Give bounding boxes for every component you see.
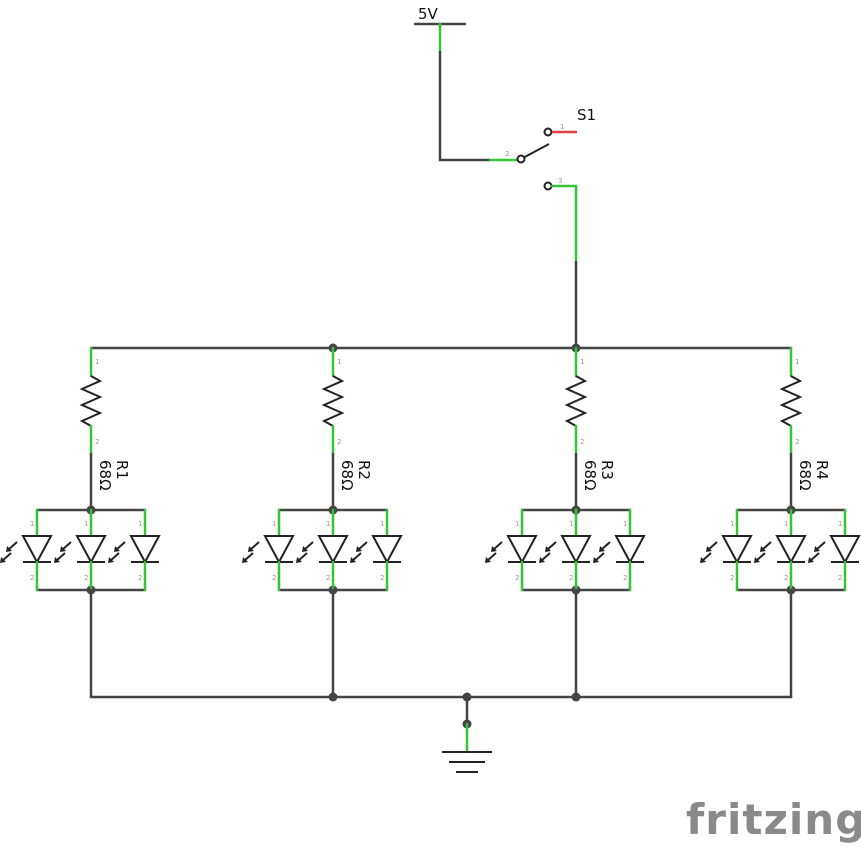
resistor-pin-1: 1 — [95, 358, 99, 366]
led-pin-2: 2 — [569, 574, 573, 582]
resistor-pin-2: 2 — [95, 438, 99, 446]
led[interactable]: 12 — [350, 508, 403, 592]
light-arrows-icon — [108, 541, 126, 563]
resistor-name: R3 — [598, 460, 616, 480]
ground-symbol[interactable] — [442, 722, 492, 773]
led-pin-2: 2 — [138, 574, 142, 582]
led[interactable]: 12 — [242, 508, 295, 592]
light-arrows-icon — [350, 541, 368, 563]
led-pin-1: 1 — [326, 520, 330, 528]
switch-pin-2: 2 — [505, 150, 509, 158]
resistor-pin-2: 2 — [795, 438, 799, 446]
led-pin-1: 1 — [272, 520, 276, 528]
light-arrows-icon — [485, 541, 503, 563]
junction-bottom-r2 — [328, 692, 338, 702]
led[interactable]: 12 — [700, 508, 753, 592]
led-pin-2: 2 — [380, 574, 384, 582]
resistor-pin-1: 1 — [795, 358, 799, 366]
led-pin-2: 2 — [784, 574, 788, 582]
resistor-value: 68Ω — [338, 460, 356, 491]
light-arrows-icon — [54, 541, 72, 563]
led[interactable]: 12 — [296, 508, 349, 592]
led-pin-2: 2 — [30, 574, 34, 582]
junction-bottom-r3 — [571, 692, 581, 702]
resistor-name: R4 — [813, 460, 831, 480]
led-pin-1: 1 — [138, 520, 142, 528]
led-pin-1: 1 — [623, 520, 627, 528]
resistor-r2[interactable]: 12 — [321, 346, 345, 456]
led-pin-2: 2 — [515, 574, 519, 582]
led[interactable]: 12 — [0, 508, 53, 592]
resistor-r3[interactable]: 12 — [564, 346, 588, 456]
switch-label: S1 — [577, 106, 596, 124]
led-pin-2: 2 — [84, 574, 88, 582]
light-arrows-icon — [296, 541, 314, 563]
resistor-name: R2 — [355, 460, 373, 480]
resistor-name: R1 — [113, 460, 131, 480]
light-arrows-icon — [700, 541, 718, 563]
led-pin-1: 1 — [380, 520, 384, 528]
led[interactable]: 12 — [754, 508, 807, 592]
light-arrows-icon — [593, 541, 611, 563]
led-pin-1: 1 — [838, 520, 842, 528]
led-pin-2: 2 — [730, 574, 734, 582]
led-pin-2: 2 — [838, 574, 842, 582]
resistor-value: 68Ω — [581, 460, 599, 491]
resistor-pin-1: 1 — [337, 358, 341, 366]
switch-pin-1: 1 — [560, 123, 564, 131]
resistor-r4[interactable]: 12 — [779, 346, 803, 456]
branches: 12R168Ω12121212R268Ω12121212R368Ω1212121… — [0, 346, 861, 699]
fritzing-watermark: fritzing — [686, 795, 861, 844]
led-pin-2: 2 — [272, 574, 276, 582]
resistor-value: 68Ω — [96, 460, 114, 491]
led[interactable]: 12 — [808, 508, 861, 592]
led-pin-2: 2 — [326, 574, 330, 582]
led-pin-1: 1 — [569, 520, 573, 528]
power-supply-5v[interactable]: 5V — [413, 5, 467, 54]
led-pin-2: 2 — [623, 574, 627, 582]
led[interactable]: 12 — [485, 508, 538, 592]
led[interactable]: 12 — [108, 508, 161, 592]
switch-pin-3: 3 — [558, 177, 562, 185]
resistor-pin-1: 1 — [580, 358, 584, 366]
led[interactable]: 12 — [593, 508, 646, 592]
switch-s1[interactable]: 1 2 3 S1 — [488, 106, 596, 264]
resistor-value: 68Ω — [796, 460, 814, 491]
led[interactable]: 12 — [539, 508, 592, 592]
light-arrows-icon — [242, 541, 260, 563]
resistor-pin-2: 2 — [337, 438, 341, 446]
light-arrows-icon — [808, 541, 826, 563]
wire-5v-to-switch — [438, 50, 492, 162]
led-pin-1: 1 — [30, 520, 34, 528]
led[interactable]: 12 — [54, 508, 107, 592]
resistor-pin-2: 2 — [580, 438, 584, 446]
led-pin-1: 1 — [784, 520, 788, 528]
light-arrows-icon — [539, 541, 557, 563]
resistor-r1[interactable]: 12 — [79, 346, 103, 456]
light-arrows-icon — [754, 541, 772, 563]
power-label: 5V — [418, 5, 439, 23]
led-pin-1: 1 — [730, 520, 734, 528]
led-pin-1: 1 — [84, 520, 88, 528]
light-arrows-icon — [0, 541, 18, 563]
led-pin-1: 1 — [515, 520, 519, 528]
